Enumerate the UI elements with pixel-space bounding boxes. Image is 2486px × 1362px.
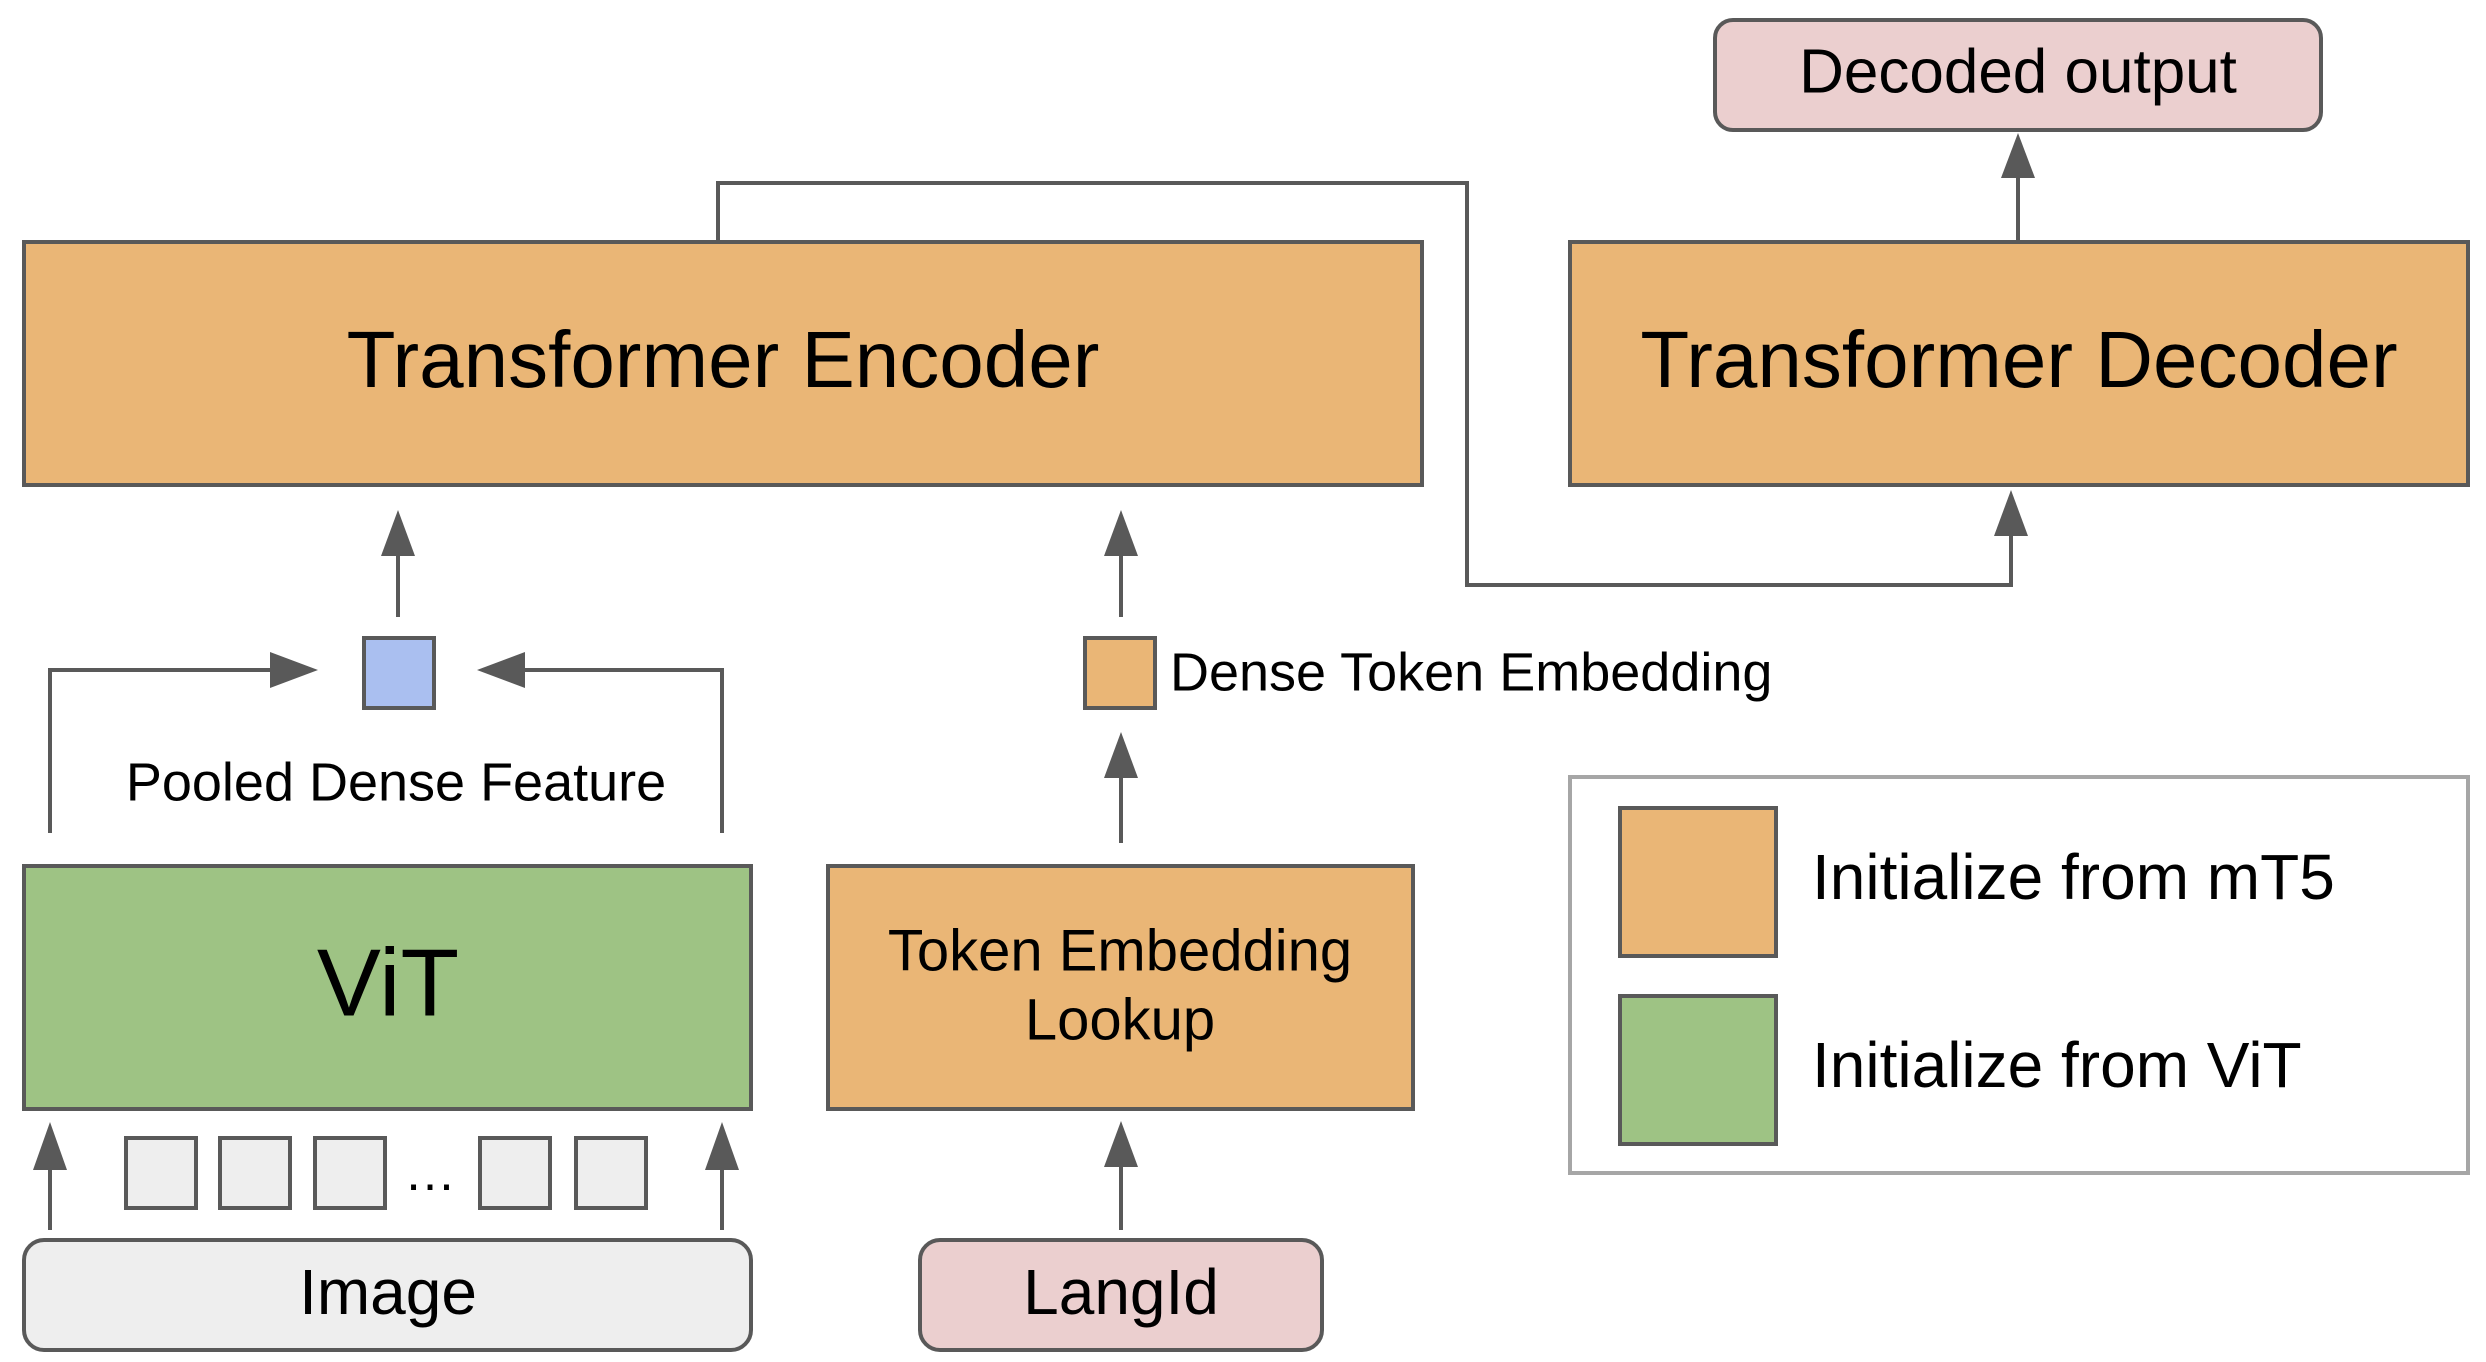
dense-token-embedding-square — [1083, 636, 1157, 710]
arrowhead-image-to-vit-right — [705, 1122, 739, 1170]
image-patch — [478, 1136, 552, 1210]
legend-swatch-vit — [1618, 994, 1778, 1146]
decoded-output-label: Decoded output — [1799, 37, 2237, 106]
decoded-output-box — [1713, 18, 2323, 132]
arrowheads — [33, 133, 2035, 1170]
pooled-dense-feature-label: Pooled Dense Feature — [126, 752, 666, 812]
vit-left-to-pooled-connector — [48, 668, 285, 833]
pooled-dense-feature-square — [362, 636, 436, 710]
image-patch — [313, 1136, 387, 1210]
arrowhead-dense-token-to-encoder — [1104, 510, 1138, 556]
arrowhead-to-decoder — [1994, 490, 2028, 536]
vit-right-to-pooled-connector — [510, 668, 724, 833]
vit-box — [22, 864, 753, 1111]
dense-token-embedding-label: Dense Token Embedding — [1170, 642, 1772, 702]
encoder-to-decoder-connector — [716, 181, 2013, 587]
langid-input-box — [918, 1238, 1324, 1352]
connectors — [48, 170, 2020, 1230]
legend-label-vit: Initialize from ViT — [1812, 1029, 2302, 1101]
token-embedding-lookup-label-line2: Lookup — [1025, 987, 1215, 1052]
image-input-label: Image — [299, 1256, 477, 1328]
image-patch — [574, 1136, 648, 1210]
patch-ellipsis: … — [404, 1144, 456, 1202]
token-embedding-lookup-label-line1: Token Embedding — [888, 918, 1352, 983]
vit-label: ViT — [317, 929, 459, 1036]
legend: Initialize from mT5 Initialize from ViT — [1568, 775, 2470, 1175]
arrowhead-langid-to-lookup — [1104, 1121, 1138, 1167]
token-embedding-lookup-box — [826, 864, 1415, 1111]
transformer-decoder-label: Transformer Decoder — [1640, 315, 2397, 404]
image-input-box — [22, 1238, 753, 1352]
arrowhead-right-to-pooled — [477, 652, 525, 688]
transformer-encoder-label: Transformer Encoder — [347, 315, 1100, 404]
transformer-encoder-box — [22, 240, 1424, 487]
transformer-decoder-box — [1568, 240, 2470, 487]
arrowhead-lookup-to-dense-token — [1104, 732, 1138, 778]
image-patch — [218, 1136, 292, 1210]
image-patch — [124, 1136, 198, 1210]
arrowhead-left-to-pooled — [270, 652, 318, 688]
legend-swatch-mt5 — [1618, 806, 1778, 958]
arrowhead-pooled-to-encoder — [381, 510, 415, 556]
langid-input-label: LangId — [1023, 1256, 1219, 1328]
arrowhead-image-to-vit-left — [33, 1122, 67, 1170]
legend-label-mt5: Initialize from mT5 — [1812, 841, 2335, 913]
arrowhead-to-decoded-output — [2001, 133, 2035, 178]
image-patches — [124, 1136, 648, 1210]
